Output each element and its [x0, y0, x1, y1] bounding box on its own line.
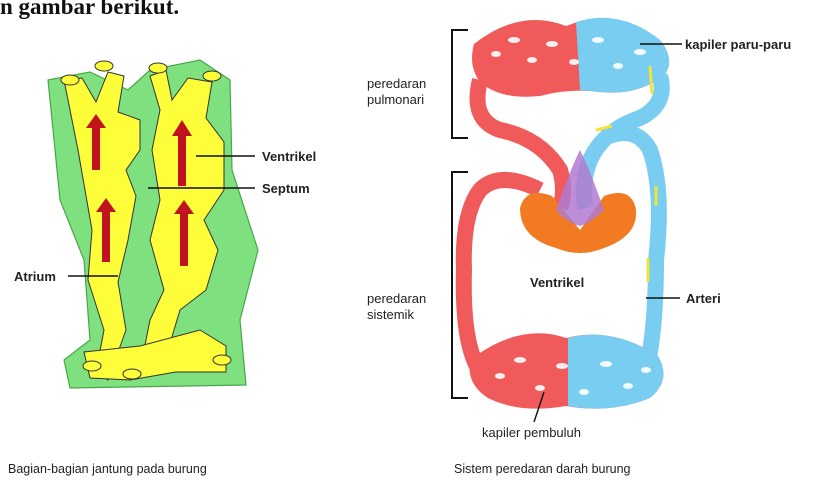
vessel-opening [95, 61, 113, 71]
label-arteri: Arteri [686, 291, 721, 306]
capillary-speckle [491, 51, 501, 57]
label-ventrikel-circulation: Ventrikel [530, 275, 584, 290]
capillary-speckle [600, 361, 612, 367]
label-septum: Septum [262, 181, 310, 196]
capillary-speckle [508, 37, 520, 43]
bracket-pulmonari [452, 30, 468, 138]
label-atrium: Atrium [14, 269, 56, 284]
systemic-vessel-blue [604, 133, 659, 372]
caption-heart: Bagian-bagian jantung pada burung [8, 462, 207, 476]
label-kapiler-pembuluh: kapiler pembuluh [482, 425, 581, 440]
label-peredaran-pulmonari-2: pulmonari [367, 92, 424, 107]
label-peredaran-pulmonari-1: peredaran [367, 76, 426, 91]
label-peredaran-sistemik-2: sistemik [367, 307, 414, 322]
vessel-opening [203, 71, 221, 81]
vessel-opening [83, 361, 101, 371]
flow-marker [650, 66, 652, 94]
vessel-opening [149, 63, 167, 73]
capillary-speckle [546, 41, 558, 47]
capillary-speckle [613, 63, 623, 69]
capillary-speckle [623, 383, 633, 389]
vessel-opening [123, 369, 141, 379]
capillary-speckle [569, 59, 579, 65]
capillary-speckle [535, 385, 545, 391]
label-ventrikel-heart: Ventrikel [262, 149, 316, 164]
capillary-speckle [556, 363, 568, 369]
capillary-speckle [634, 49, 646, 55]
capillary-speckle [495, 373, 505, 379]
capillary-speckle [514, 357, 526, 363]
vessel-opening [213, 355, 231, 365]
capillary-speckle [592, 37, 604, 43]
flow-markers [596, 66, 656, 282]
capillary-speckle [641, 367, 651, 373]
label-peredaran-sistemik-1: peredaran [367, 291, 426, 306]
caption-circulation: Sistem peredaran darah burung [454, 462, 631, 476]
label-kapiler-paru: kapiler paru-paru [685, 37, 791, 52]
capillary-speckle [527, 57, 537, 63]
vessel-opening [61, 75, 79, 85]
capillary-speckle [579, 389, 589, 395]
